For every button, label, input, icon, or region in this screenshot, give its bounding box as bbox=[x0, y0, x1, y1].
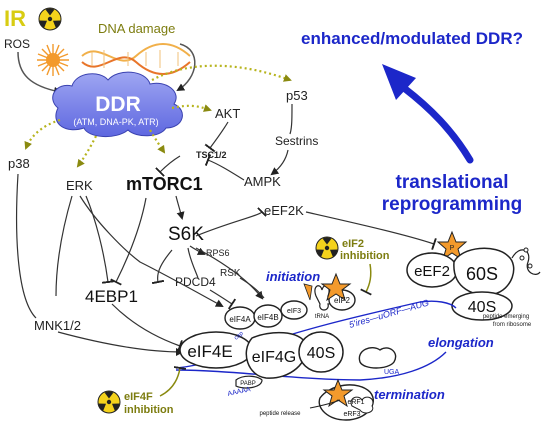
eif2-radiation-icon bbox=[315, 236, 339, 260]
dna-helix-icon bbox=[81, 43, 191, 75]
rps6-label: RPS6 bbox=[206, 248, 230, 258]
translational-line1: translational bbox=[396, 172, 509, 193]
cap-label: cap bbox=[233, 330, 245, 341]
eif4a-label: eIF4A bbox=[229, 315, 251, 324]
termination-label: termination bbox=[374, 387, 445, 402]
s6k-label: S6K bbox=[168, 224, 204, 245]
4ebp1-label: 4EBP1 bbox=[85, 287, 138, 306]
elongation-ribosome: P bbox=[406, 230, 541, 321]
akt-label: AKT bbox=[215, 106, 240, 121]
eif4f-inhibition-line2: inhibition bbox=[124, 404, 174, 416]
60s-label: 60S bbox=[466, 264, 498, 284]
erk-label: ERK bbox=[66, 178, 93, 193]
40s-init-label: 40S bbox=[307, 345, 335, 362]
eif4f-inhibition-line1: eIF4F bbox=[124, 391, 153, 403]
peptide-emerging-line1: peptide emerging bbox=[483, 314, 529, 320]
rsk-label: RSK bbox=[220, 268, 241, 279]
ddr-title: DDR bbox=[95, 93, 141, 116]
eif3-label: eIF3 bbox=[287, 308, 301, 315]
mrna-seq-label: 5'ires—uORF—AUG bbox=[348, 298, 430, 330]
radiation-icon bbox=[38, 7, 62, 31]
eef2-ribosome-label: eEF2 bbox=[414, 263, 450, 280]
eef2k-label: eEF2K bbox=[264, 203, 304, 218]
p38-label: p38 bbox=[8, 156, 30, 171]
40s-elong-label: 40S bbox=[468, 299, 496, 316]
ros-label: ROS bbox=[4, 37, 30, 51]
ddr-subtitle: (ATM, DNA-PK, ATR) bbox=[73, 117, 158, 127]
tsc-label: TSC1/2 bbox=[196, 150, 227, 160]
star-icon: P bbox=[436, 230, 468, 261]
trna-label: tRNA bbox=[315, 314, 329, 320]
pabp-label: PABP bbox=[240, 381, 256, 387]
peptide-emerging-line2: from ribosome bbox=[493, 322, 532, 328]
termination-complex bbox=[309, 346, 397, 421]
erf3-label: eRF3 bbox=[343, 411, 360, 418]
eif2-inhibition-line1: eIF2 bbox=[342, 238, 364, 250]
pdcd4-label: PDCD4 bbox=[175, 275, 216, 289]
elongation-label: elongation bbox=[428, 335, 494, 350]
mtorc1-label: mTORC1 bbox=[126, 174, 203, 194]
ampk-label: AMPK bbox=[244, 174, 281, 189]
eif4b-label: eIF4B bbox=[257, 313, 278, 322]
translational-line2: reprogramming bbox=[382, 194, 522, 215]
ir-label: IR bbox=[4, 6, 26, 31]
enhanced-ddr-heading: enhanced/modulated DDR? bbox=[301, 29, 523, 48]
p53-label: p53 bbox=[286, 88, 308, 103]
svg-text:P: P bbox=[450, 245, 455, 252]
big-blue-arrow bbox=[400, 84, 474, 164]
big-blue-arrowhead bbox=[382, 64, 416, 100]
initiation-complex bbox=[175, 272, 457, 389]
mnk-label: MNK1/2 bbox=[34, 318, 81, 333]
eif2-inhibition-line2: inhibition bbox=[340, 250, 390, 262]
eif4f-radiation-icon bbox=[97, 390, 121, 414]
sestrins-label: Sestrins bbox=[275, 134, 318, 148]
polya-label: AAAAA bbox=[227, 386, 252, 398]
erf1-label: eRF1 bbox=[347, 399, 364, 406]
eif4g-label: eIF4G bbox=[252, 349, 296, 366]
uga-label: UGA bbox=[384, 369, 400, 376]
peptide-release-label: peptide release bbox=[259, 411, 301, 417]
ddr-cloud bbox=[52, 71, 183, 137]
ros-burst-icon bbox=[37, 44, 69, 76]
eif2-label: eIF2 bbox=[334, 296, 351, 305]
dna-damage-label: DNA damage bbox=[98, 21, 175, 36]
eif4e-label: eIF4E bbox=[187, 342, 232, 361]
initiation-label: initiation bbox=[266, 269, 320, 284]
